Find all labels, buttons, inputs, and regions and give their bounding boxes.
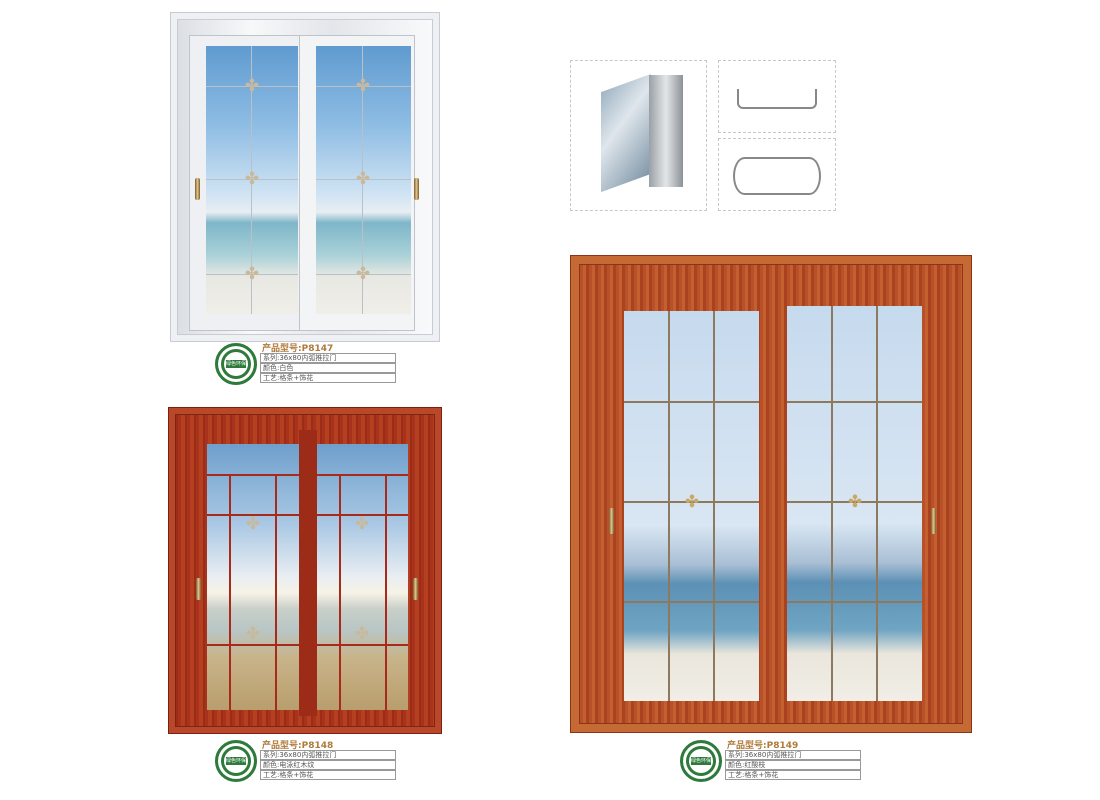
eco-badge-icon: 绿色环保 xyxy=(680,740,722,782)
spec-series: 系列:36x80内弧推拉门 xyxy=(725,750,861,760)
spec-color: 颜色:红酸枝 xyxy=(725,760,861,770)
ornament-icon: ✤ xyxy=(354,514,370,534)
ornament-icon: ✤ xyxy=(244,264,260,284)
spec-series: 系列:36x80内弧推拉门 xyxy=(260,750,396,760)
door-p8148-image: ✤ ✤ ✤ ✤ xyxy=(168,407,442,734)
product-label-p8149: 绿色环保 产品型号:P8149 系列:36x80内弧推拉门 颜色:红酸枝 工艺:… xyxy=(680,738,865,784)
ornament-icon: ✤ xyxy=(245,514,261,534)
ornament-icon: ✤ xyxy=(355,169,371,189)
ornament-icon: ✤ xyxy=(244,169,260,189)
model-number: 产品型号:P8148 xyxy=(262,741,334,751)
spec-craft: 工艺:格条+饰花 xyxy=(725,770,861,780)
door-p8147-image: ✤ ✤ ✤ ✤ ✤ ✤ xyxy=(170,12,440,342)
spec-color: 颜色:白色 xyxy=(260,363,396,373)
ornament-icon: ✤ xyxy=(245,624,261,644)
door-handle xyxy=(414,178,419,200)
ornament-icon: ✤ xyxy=(354,624,370,644)
profile-section-bottom xyxy=(718,138,836,211)
model-number: 产品型号:P8149 xyxy=(727,741,799,751)
product-label-p8147: 绿色环保 产品型号:P8147 系列:36x80内弧推拉门 颜色:白色 工艺:格… xyxy=(215,341,400,387)
door-handle xyxy=(196,578,201,600)
ornament-icon: ✤ xyxy=(684,492,700,512)
product-label-p8148: 绿色环保 产品型号:P8148 系列:36x80内弧推拉门 颜色:电泳红木纹 工… xyxy=(215,738,400,784)
spec-color: 颜色:电泳红木纹 xyxy=(260,760,396,770)
door-handle xyxy=(931,508,936,534)
eco-badge-icon: 绿色环保 xyxy=(215,740,257,782)
door-handle xyxy=(195,178,200,200)
spec-craft: 工艺:格条+饰花 xyxy=(260,373,396,383)
eco-badge-icon: 绿色环保 xyxy=(215,343,257,385)
door-handle xyxy=(609,508,614,534)
ornament-icon: ✤ xyxy=(244,76,260,96)
ornament-icon: ✤ xyxy=(355,264,371,284)
ornament-icon: ✤ xyxy=(847,492,863,512)
profile-section-top xyxy=(718,60,836,133)
spec-series: 系列:36x80内弧推拉门 xyxy=(260,353,396,363)
door-handle xyxy=(413,578,418,600)
spec-craft: 工艺:格条+饰花 xyxy=(260,770,396,780)
profile-3d-image xyxy=(570,60,707,211)
door-p8149-image: ✤ ✤ xyxy=(570,255,972,733)
model-number: 产品型号:P8147 xyxy=(262,344,334,354)
ornament-icon: ✤ xyxy=(355,76,371,96)
